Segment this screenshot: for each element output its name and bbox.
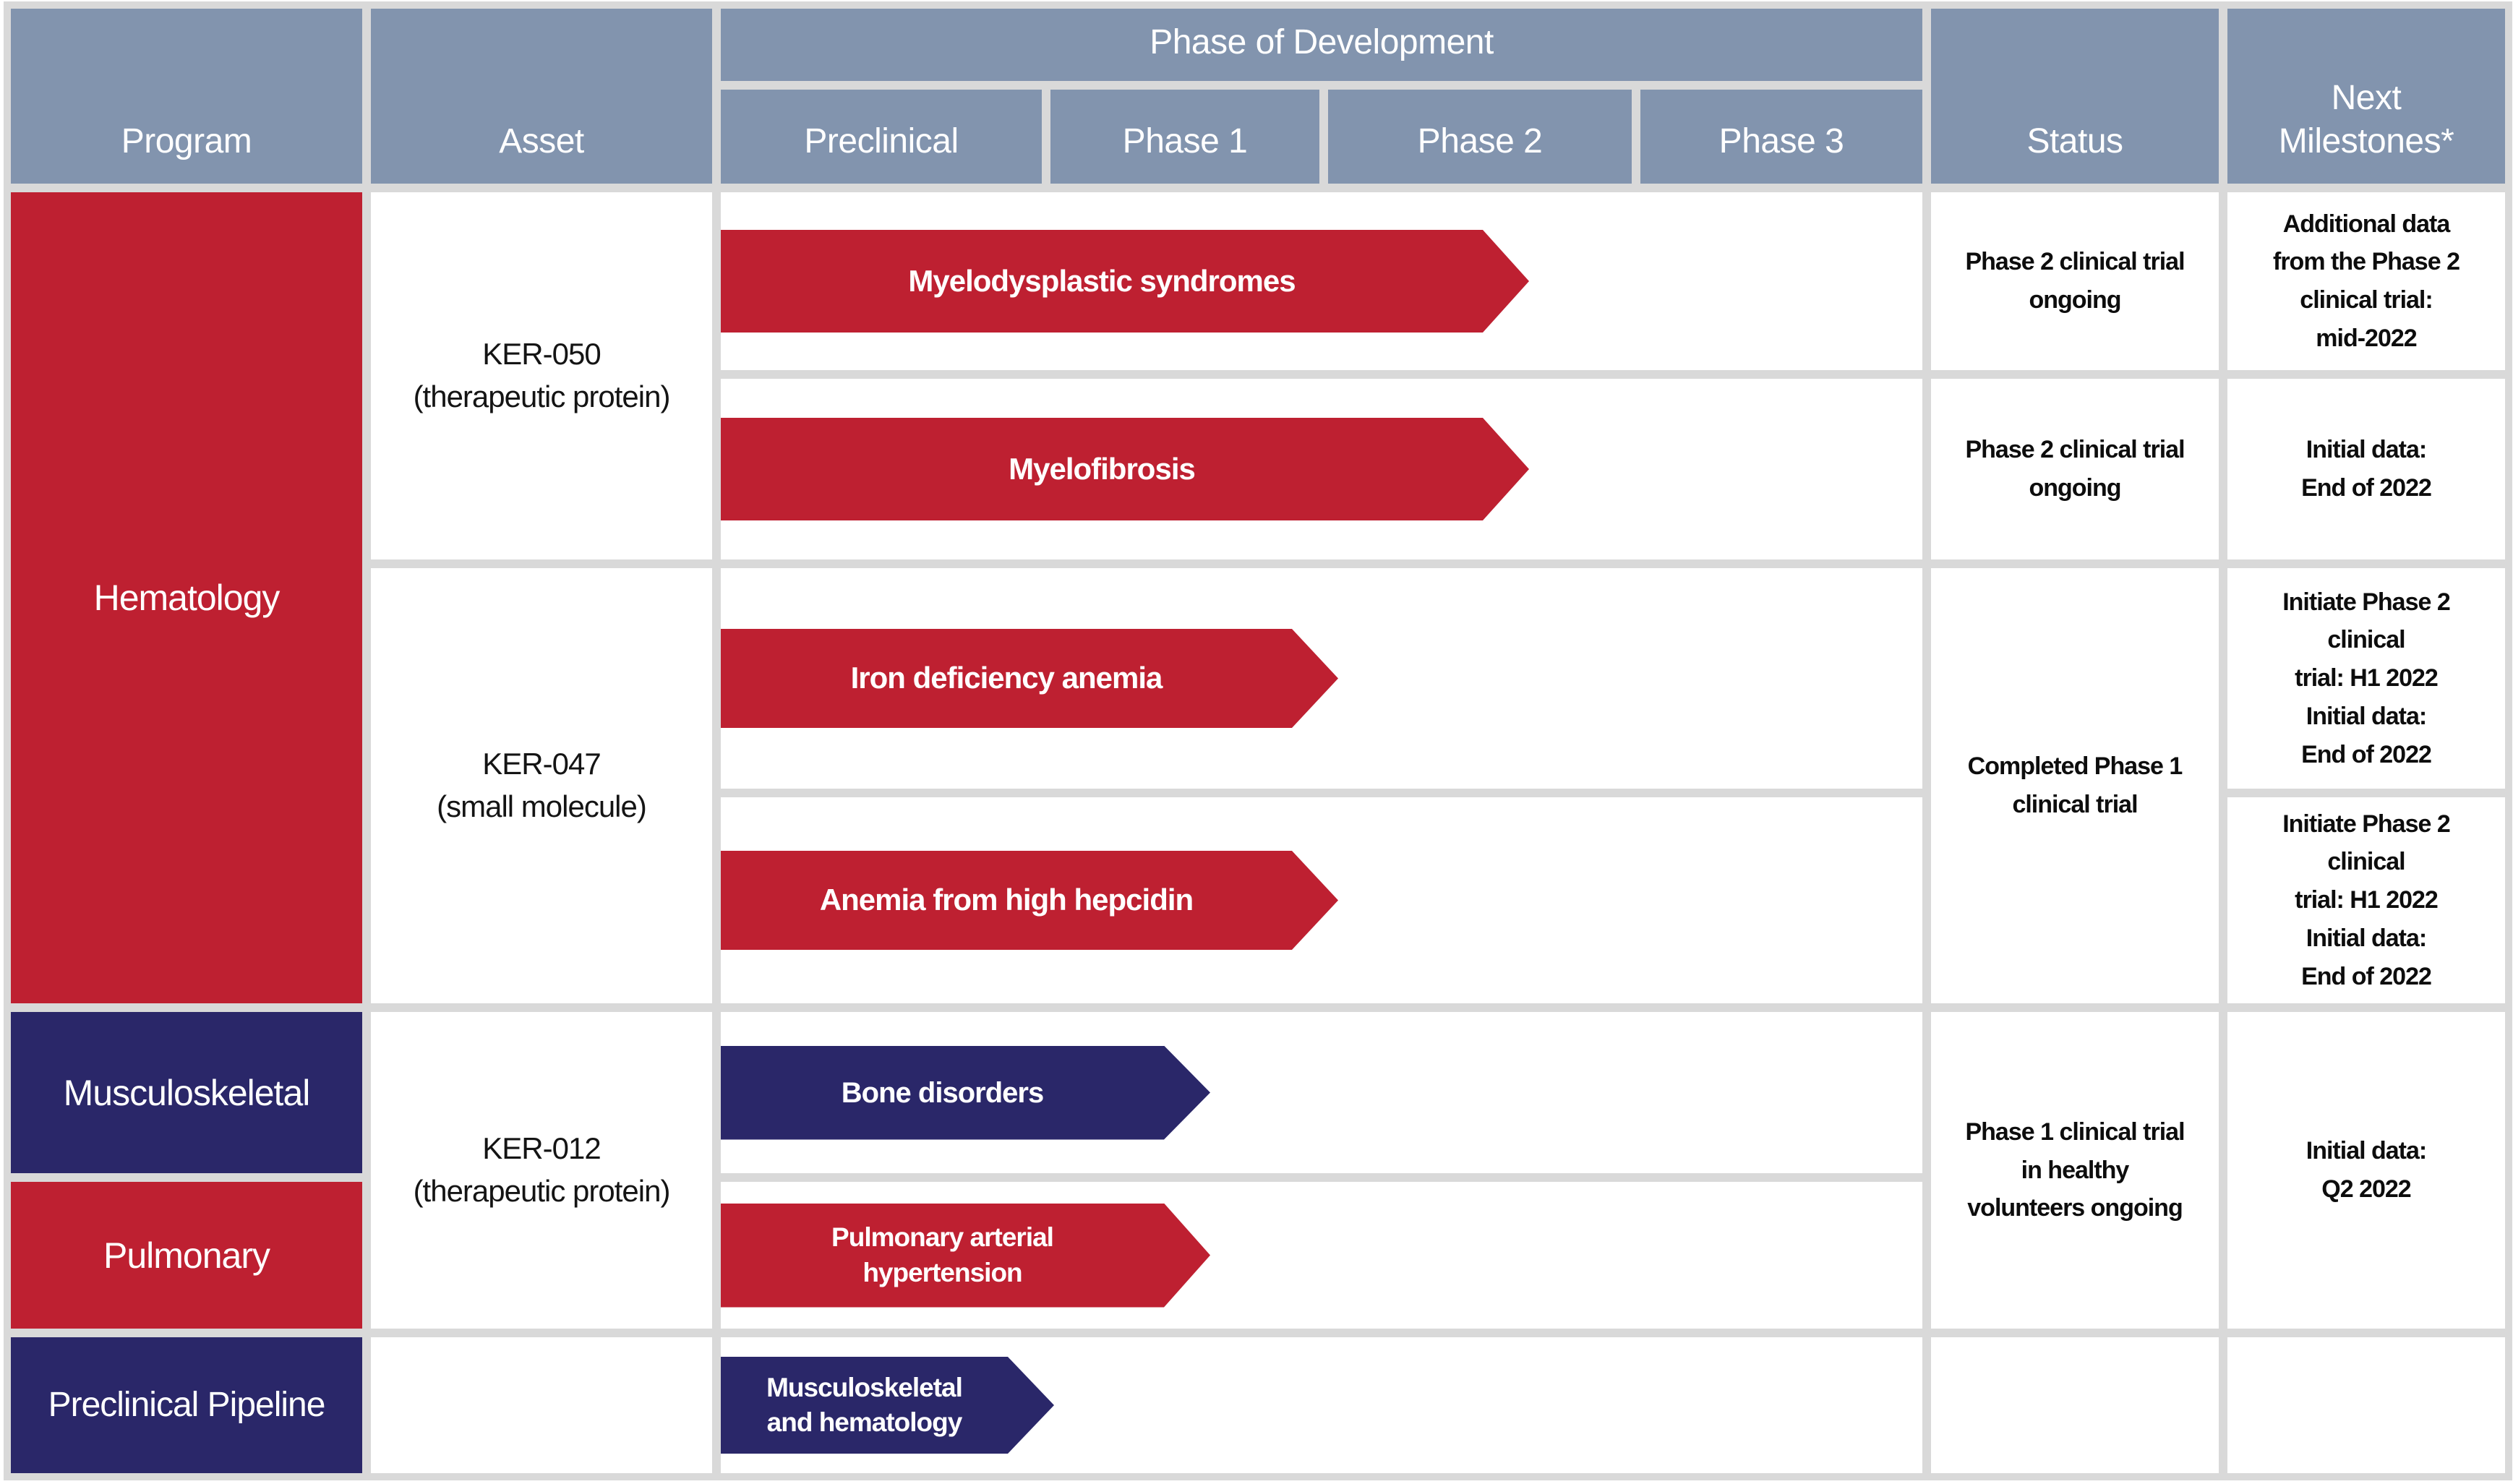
- header-asset-label: Asset: [499, 122, 584, 160]
- phase-track-myelodysplastic: Myelodysplastic syndromes: [721, 192, 1922, 370]
- phase-track-bone-disorders: Bone disorders: [721, 1012, 1922, 1173]
- indication-arrow-myelodysplastic-syndromes-label: Myelodysplastic syndromes: [908, 263, 1296, 298]
- phase-track-myelofibrosis: Myelofibrosis: [721, 379, 1922, 559]
- header-program: Program: [11, 9, 362, 184]
- header-preclinical: Preclinical: [721, 90, 1042, 184]
- header-phase-1: Phase 1: [1050, 90, 1319, 184]
- header-phase-2-label: Phase 2: [1417, 122, 1543, 160]
- asset-ker-047: KER-047 (small molecule): [371, 568, 712, 1003]
- header-program-label: Program: [121, 122, 252, 160]
- asset-ker-012: KER-012 (therapeutic protein): [371, 1012, 712, 1329]
- program-hematology: Hematology: [11, 192, 362, 1003]
- indication-arrow-iron-deficiency-anemia: Iron deficiency anemia: [721, 629, 1338, 728]
- program-preclinical-pipeline: Preclinical Pipeline: [11, 1337, 362, 1473]
- pipeline-frame: Program Asset Phase of Development Precl…: [4, 1, 2512, 1480]
- header-phase-of-development-label: Phase of Development: [1150, 23, 1494, 61]
- asset-ker-012-type: (therapeutic protein): [413, 1174, 671, 1208]
- program-pulmonary: Pulmonary: [11, 1182, 362, 1329]
- asset-ker-050-type: (therapeutic protein): [413, 379, 671, 413]
- indication-arrow-myelodysplastic-syndromes: Myelodysplastic syndromes: [721, 230, 1529, 333]
- program-hematology-label: Hematology: [93, 578, 281, 618]
- header-phase-1-label: Phase 1: [1122, 122, 1248, 160]
- program-pulmonary-label: Pulmonary: [103, 1235, 270, 1276]
- header-phase-2: Phase 2: [1328, 90, 1632, 184]
- asset-ker-050: KER-050 (therapeutic protein): [371, 192, 712, 559]
- header-phase-3: Phase 3: [1640, 90, 1922, 184]
- asset-ker-047-type: (small molecule): [437, 789, 647, 823]
- milestone-ker-012: Initial data:Q2 2022: [2227, 1012, 2505, 1329]
- milestone-myelofibrosis-text: Initial data:End of 2022: [2301, 436, 2432, 502]
- milestone-myelofibrosis: Initial data:End of 2022: [2227, 379, 2505, 559]
- milestone-ker-012-text: Initial data:Q2 2022: [2306, 1137, 2427, 1203]
- phase-track-anemia-high-hepcidin: Anemia from high hepcidin: [721, 797, 1922, 1003]
- header-status-label: Status: [2026, 122, 2123, 160]
- asset-ker-012-name: KER-012: [482, 1131, 601, 1166]
- header-phase-of-development: Phase of Development: [721, 9, 1922, 81]
- header-preclinical-label: Preclinical: [804, 122, 959, 160]
- program-musculoskeletal-label: Musculoskeletal: [63, 1072, 311, 1113]
- asset-ker-050-name: KER-050: [482, 337, 601, 372]
- header-asset: Asset: [371, 9, 712, 184]
- indication-arrow-anemia-from-high-hepcidin-label: Anemia from high hepcidin: [819, 883, 1194, 917]
- indication-arrow-iron-deficiency-anemia-label: Iron deficiency anemia: [850, 661, 1163, 695]
- indication-arrow-myelofibrosis-label: Myelofibrosis: [1009, 451, 1195, 486]
- program-musculoskeletal: Musculoskeletal: [11, 1012, 362, 1173]
- phase-track-iron-deficiency-anemia: Iron deficiency anemia: [721, 568, 1922, 789]
- indication-arrow-bone-disorders-label: Bone disorders: [841, 1076, 1044, 1109]
- header-phase-3-label: Phase 3: [1718, 122, 1844, 160]
- asset-ker-047-name: KER-047: [482, 747, 601, 781]
- pipeline-table: Program Asset Phase of Development Precl…: [11, 9, 2505, 1473]
- indication-arrow-myelofibrosis: Myelofibrosis: [721, 418, 1529, 520]
- header-status: Status: [1931, 9, 2219, 184]
- status-empty-cell: [1931, 1337, 2219, 1473]
- milestone-empty-cell: [2227, 1337, 2505, 1473]
- indication-arrow-anemia-from-high-hepcidin: Anemia from high hepcidin: [721, 851, 1338, 950]
- asset-empty-cell: [371, 1337, 712, 1473]
- program-preclinical-pipeline-label: Preclinical Pipeline: [48, 1386, 326, 1425]
- indication-arrow-bone-disorders: Bone disorders: [721, 1046, 1210, 1140]
